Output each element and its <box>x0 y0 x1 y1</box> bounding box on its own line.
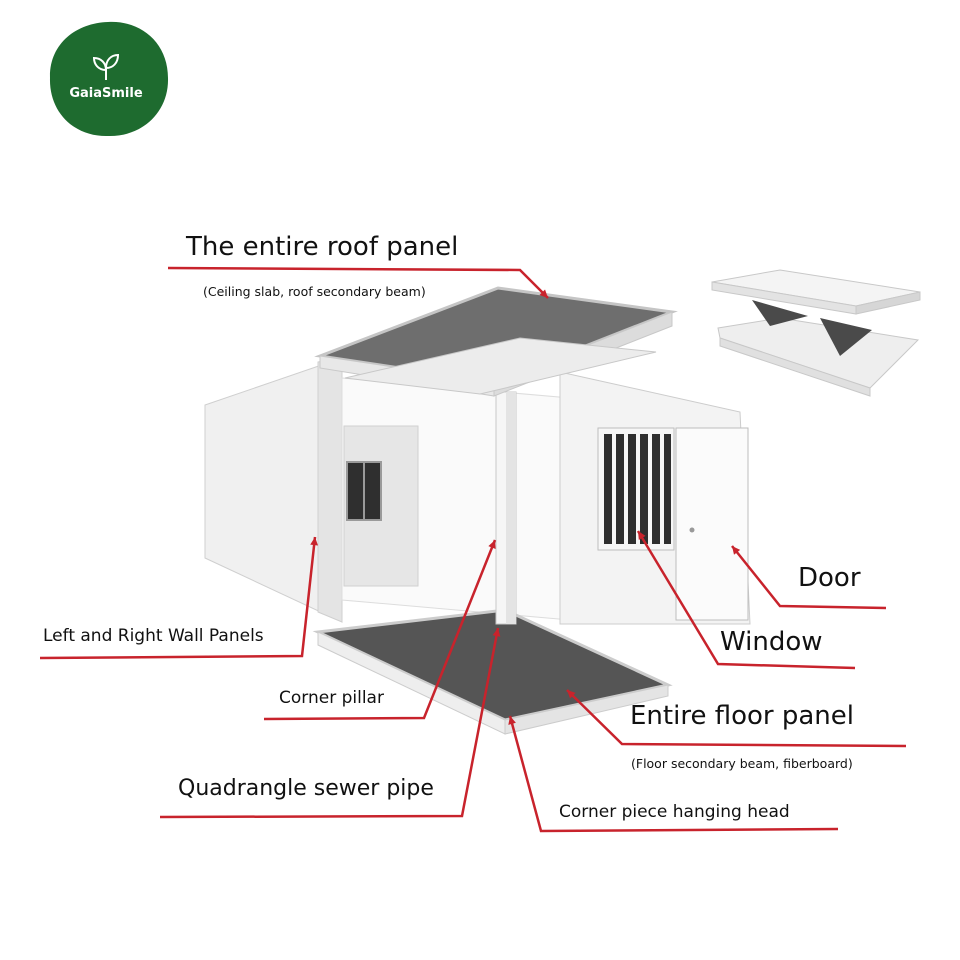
corner-pillar-leader <box>263 539 497 721</box>
wall-panels-leader-arrowhead <box>310 537 319 546</box>
door-leader <box>731 545 887 610</box>
roof-panel-label: The entire roof panel <box>186 232 459 262</box>
wall-panels-leader <box>39 536 317 660</box>
sewer-pipe-label: Quadrangle sewer pipe <box>178 776 434 801</box>
ceiling-slab <box>344 337 657 395</box>
window-leader-arrowhead <box>638 531 646 540</box>
exploded-container-illustration <box>204 269 921 735</box>
floor-panel-sub-label: (Floor secondary beam, fiberboard) <box>631 756 853 771</box>
corner-piece-leader-arrowhead <box>508 716 516 725</box>
window-label: Window <box>720 627 823 657</box>
corner-piece-leader <box>508 715 839 833</box>
corner-pillar-label: Corner pillar <box>279 688 384 708</box>
brand-name: GaiaSmile <box>69 86 143 101</box>
window-leader <box>636 530 856 670</box>
logo-badge <box>49 21 169 137</box>
corner-piece-label: Corner piece hanging head <box>559 802 790 822</box>
floor-panel-label: Entire floor panel <box>630 701 854 731</box>
brand-logo: GaiaSmile <box>48 20 170 138</box>
leader-lines <box>39 266 907 833</box>
door-shape <box>675 427 749 621</box>
sewer-pipe-leader-arrowhead <box>492 628 501 637</box>
floor-panel-leader-arrowhead <box>567 690 576 699</box>
wall-panels-label: Left and Right Wall Panels <box>43 626 264 646</box>
floor-panel-leader <box>566 689 907 748</box>
roof-leader <box>167 266 549 299</box>
roof-leader-arrowhead <box>539 289 548 298</box>
door-leader-arrowhead <box>732 546 741 555</box>
roof-panel-sub-label: (Ceiling slab, roof secondary beam) <box>203 284 426 299</box>
sewer-pipe-leader <box>159 627 500 819</box>
sprout-leaf-icon <box>92 53 120 80</box>
corner-pillar-leader-arrowhead <box>488 540 496 549</box>
door-label: Door <box>798 563 861 593</box>
